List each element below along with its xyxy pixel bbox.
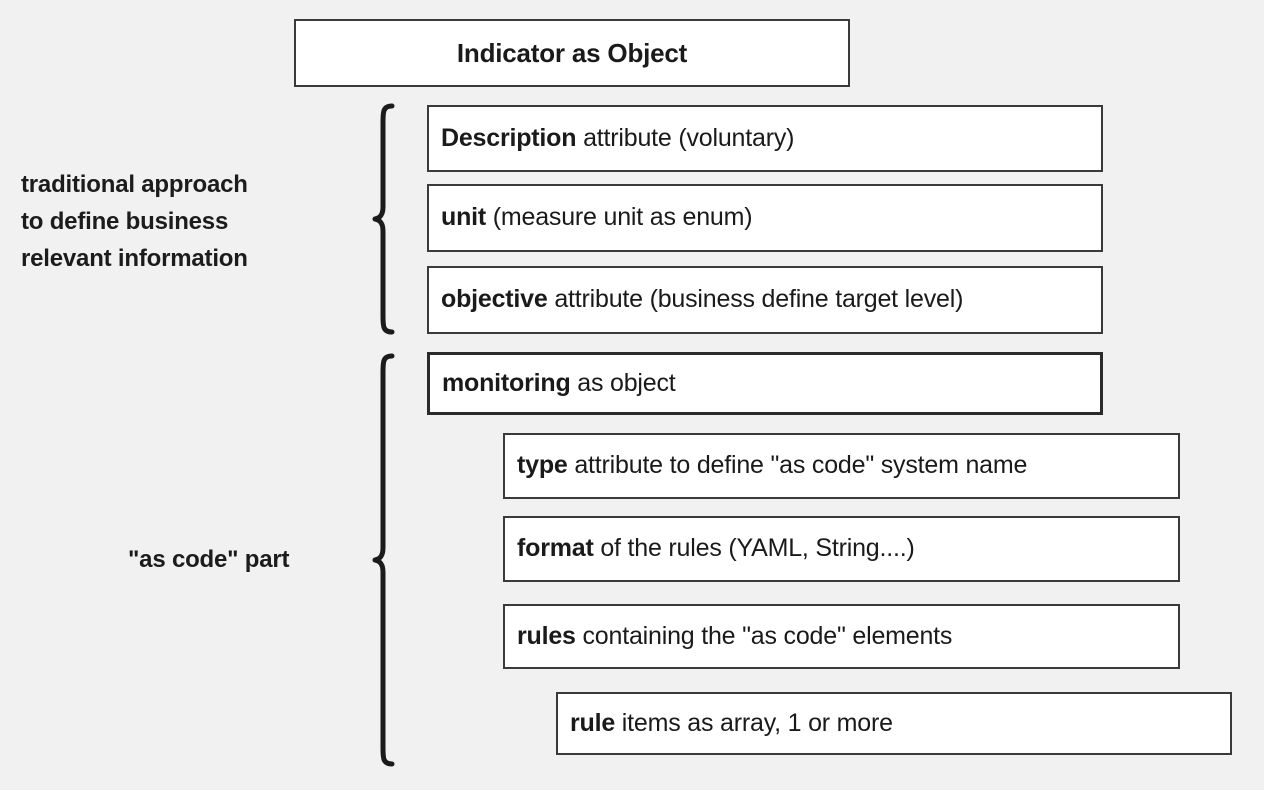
box-format-key: format xyxy=(517,534,594,563)
box-monitoring: monitoring as object xyxy=(427,352,1103,415)
box-type-key: type xyxy=(517,451,568,480)
box-rule: rule items as array, 1 or more xyxy=(556,692,1232,755)
box-type-text: attribute to define "as code" system nam… xyxy=(567,451,1028,480)
box-unit-key: unit xyxy=(441,203,487,232)
box-rules-key: rules xyxy=(517,621,576,650)
left-curly-brace-traditional-icon xyxy=(372,103,398,335)
side-label-traditional-approach: traditional approach to define business … xyxy=(21,166,341,278)
box-description: Description attribute (voluntary) xyxy=(427,105,1103,172)
side-label-as-code-part: "as code" part xyxy=(128,541,358,578)
box-format-text: of the rules (YAML, String....) xyxy=(593,534,915,563)
box-indicator-as-object-label: Indicator as Object xyxy=(456,37,688,68)
box-unit: unit (measure unit as enum) xyxy=(427,184,1103,252)
box-format: format of the rules (YAML, String....) xyxy=(503,516,1180,582)
side-label-as-code-part-text: "as code" part xyxy=(128,546,290,573)
box-rules-text: containing the "as code" elements xyxy=(575,621,953,650)
box-monitoring-text: as object xyxy=(570,368,676,397)
box-objective-key: objective xyxy=(441,285,548,314)
box-rule-key: rule xyxy=(570,708,616,737)
box-description-text: attribute (voluntary) xyxy=(576,123,795,152)
box-objective-text: attribute (business define target level) xyxy=(547,285,964,314)
box-type: type attribute to define "as code" syste… xyxy=(503,433,1180,499)
left-curly-brace-as-code-icon xyxy=(372,353,398,767)
box-rule-text: items as array, 1 or more xyxy=(615,708,893,737)
box-monitoring-key: monitoring xyxy=(442,368,571,397)
box-unit-text: (measure unit as enum) xyxy=(486,203,753,232)
box-objective: objective attribute (business define tar… xyxy=(427,266,1103,334)
box-indicator-as-object: Indicator as Object xyxy=(294,19,850,87)
box-rules: rules containing the "as code" elements xyxy=(503,604,1180,669)
side-label-traditional-approach-text: traditional approach to define business … xyxy=(21,171,248,273)
box-description-key: Description xyxy=(441,123,577,152)
